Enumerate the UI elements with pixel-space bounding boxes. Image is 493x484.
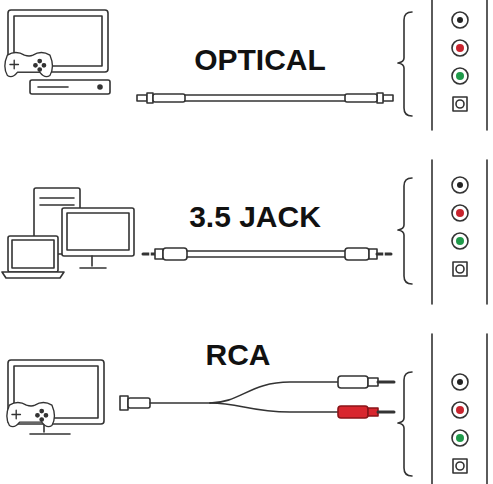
connector-panel (431, 160, 433, 304)
tv-gamepad-icon (7, 360, 104, 434)
rca-cable (378, 411, 394, 414)
rca-cable (378, 381, 394, 384)
tv-console-icon (5, 53, 53, 77)
tv-gamepad-icon (7, 403, 55, 427)
jack-cable (149, 250, 151, 258)
rca-cable (338, 406, 368, 418)
rca-cable (150, 402, 210, 404)
connector-panel (452, 374, 468, 473)
tv-console-icon (98, 85, 102, 89)
optical-cable (345, 93, 393, 103)
jack-cable (345, 248, 369, 260)
tv-console-icon (5, 10, 110, 94)
jack-cable (143, 253, 155, 256)
jack-cable (383, 250, 385, 258)
bracket (398, 12, 412, 116)
connector-panel (431, 334, 433, 484)
optical-cable (137, 93, 185, 103)
bracket (398, 12, 412, 476)
connector-panel (452, 12, 468, 111)
tv-console-icon (30, 80, 110, 94)
rca-cable (210, 403, 338, 412)
connection-type-label: OPTICAL (194, 45, 326, 75)
connector-panel (486, 334, 488, 484)
jack-cable (155, 249, 163, 259)
optical-cable (185, 100, 345, 102)
connector-panel (452, 177, 468, 276)
connection-type-label: RCA (206, 340, 271, 370)
rca-cable (210, 382, 338, 403)
connector-panel (432, 0, 487, 484)
computer-icon (8, 236, 58, 272)
computer-icon (62, 208, 134, 256)
jack-cable (143, 248, 391, 260)
computer-icon (80, 256, 106, 268)
connector-panel (431, 0, 433, 130)
rca-cable (338, 376, 368, 388)
tv-console-icon (38, 86, 68, 88)
rca-cable (120, 396, 128, 410)
connector-panel (486, 160, 488, 304)
computer-icon (12, 240, 54, 268)
computer-icon (40, 198, 74, 205)
rca-cable (128, 398, 150, 408)
optical-cable (185, 94, 345, 96)
optical-cable (137, 93, 393, 103)
computer-icon (67, 213, 129, 250)
jack-cable (187, 250, 345, 252)
rca-cable (120, 376, 394, 418)
computer-icon (2, 272, 64, 278)
computer-icon (2, 188, 134, 278)
bracket (398, 372, 412, 476)
connector-panel (486, 0, 488, 130)
jack-cable (187, 256, 345, 258)
connection-type-label: 3.5 JACK (189, 202, 321, 232)
jack-cable (163, 248, 187, 260)
bracket (398, 178, 412, 284)
